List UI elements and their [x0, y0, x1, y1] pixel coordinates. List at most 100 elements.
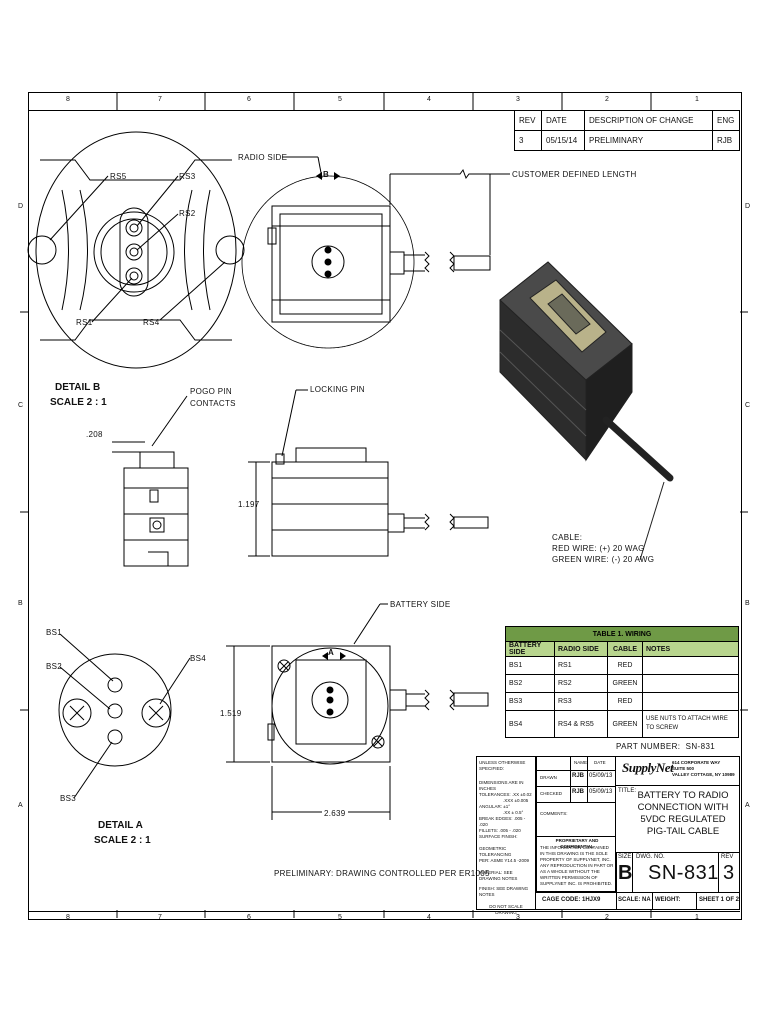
- title-line: 5VDC REGULATED: [640, 814, 726, 825]
- zone-label: 8: [66, 914, 70, 921]
- note-tol: TOLERANCES: .XX ±0.02: [479, 792, 532, 797]
- callout-bs3: BS3: [60, 794, 77, 803]
- detail-b-scale: SCALE 2 : 1: [50, 397, 107, 408]
- zone-label: 6: [247, 96, 251, 103]
- table-row: 3 05/15/14 PRELIMINARY RJB: [514, 130, 740, 151]
- scale-value: SCALE: NA: [618, 897, 651, 903]
- callout-battery-side: BATTERY SIDE: [390, 600, 451, 609]
- revision-header-row: REV DATE DESCRIPTION OF CHANGE ENG: [514, 110, 740, 131]
- zone-label: 7: [158, 96, 162, 103]
- note-angular: ANGULAR: ±1°: [479, 804, 511, 809]
- dimension-1197: 1.197: [238, 500, 260, 509]
- rev-label: REV: [721, 854, 734, 860]
- title-line: CONNECTION WITH: [637, 802, 729, 813]
- zone-label: C: [18, 402, 24, 409]
- callout-bs4: BS4: [190, 654, 207, 663]
- detail-b-view: [27, 131, 245, 369]
- table-row: BS3 RS3 RED: [505, 692, 739, 711]
- sheet-number: SHEET 1 OF 2: [699, 897, 740, 903]
- wiring-col-header: CABLE: [607, 641, 643, 657]
- detail-b-title: DETAIL B: [55, 382, 101, 393]
- note-angular2: .XX ± 0.5°: [503, 810, 524, 815]
- company-logo: SupplyNet: [622, 760, 674, 775]
- section-label-b: B: [323, 170, 330, 179]
- revision-table: REV DATE DESCRIPTION OF CHANGE ENG 3 05/…: [514, 110, 740, 151]
- cage-code: CAGE CODE: 1HJX9: [542, 897, 601, 903]
- note-unless: UNLESS OTHERWISE SPECIFIED:: [479, 760, 526, 771]
- wiring-cell: RS4 & RS5: [554, 710, 608, 738]
- wiring-cell: RS3: [554, 692, 608, 711]
- wiring-col-header: RADIO SIDE: [554, 641, 608, 657]
- zone-label: A: [745, 802, 750, 809]
- zone-label: 4: [427, 914, 431, 921]
- zone-label: 7: [158, 914, 162, 921]
- address-line: VALLEY COTTAGE, NY 10989: [672, 772, 735, 777]
- note-geo-tol: GEOMETRIC TOLERANCING: [479, 846, 512, 857]
- drawn-date: 05/09/13: [589, 773, 613, 779]
- detail-a-view: [58, 633, 191, 799]
- note-material: MATERIAL: SEE DRAWING NOTES: [479, 870, 518, 881]
- zone-label: B: [18, 600, 23, 607]
- tolerance-notes: UNLESS OTHERWISE SPECIFIED: DIMENSIONS A…: [476, 756, 536, 915]
- callout-rs3: RS3: [179, 172, 196, 181]
- isometric-render: [499, 261, 674, 561]
- wiring-cell: GREEN: [607, 674, 643, 693]
- date-header: DATE: [594, 760, 606, 765]
- checked-date: 05/09/13: [589, 789, 613, 795]
- drawn-label: DRAWN: [540, 775, 557, 780]
- part-number-value: SN-831: [685, 742, 716, 751]
- revision-col-header: REV: [514, 110, 542, 131]
- pogo-side-view: [112, 395, 189, 567]
- dwg-no-label: DWG. NO.: [636, 854, 665, 860]
- table-row: BS4 RS4 & RS5 GREEN USE NUTS TO ATTACH W…: [505, 710, 739, 738]
- revision-cell: PRELIMINARY: [584, 130, 713, 151]
- checked-label: CHECKED: [540, 791, 563, 796]
- wiring-cell: RS2: [554, 674, 608, 693]
- wiring-header-row: BATTERY SIDE RADIO SIDE CABLE NOTES: [505, 641, 739, 657]
- battery-side-view: [226, 603, 489, 820]
- callout-radio-side: RADIO SIDE: [238, 153, 288, 162]
- callout-green-wire: GREEN WIRE: (-) 20 AWG: [552, 555, 655, 564]
- detail-a-scale: SCALE 2 : 1: [94, 835, 151, 846]
- detail-b-leaders: [49, 175, 226, 323]
- callout-bs2: BS2: [46, 662, 63, 671]
- callout-locking-pin: LOCKING PIN: [310, 385, 365, 394]
- zone-label: 1: [695, 96, 699, 103]
- wiring-cell: USE NUTS TO ATTACH WIRE TO SCREW: [642, 710, 739, 738]
- revision-col-header: DESCRIPTION OF CHANGE: [584, 110, 713, 131]
- address-line: SUITE 500: [672, 766, 695, 771]
- zone-label: 2: [605, 96, 609, 103]
- wiring-cell: BS1: [505, 656, 555, 675]
- approvals-block: [536, 756, 616, 892]
- dimension-208: .208: [86, 430, 103, 439]
- note-surface: SURFACE FINISH:: [479, 834, 518, 839]
- weight-label: WEIGHT:: [655, 897, 681, 903]
- callout-customer-length: CUSTOMER DEFINED LENGTH: [512, 170, 637, 179]
- zone-label: A: [18, 802, 23, 809]
- callout-bs1: BS1: [46, 628, 63, 637]
- drawing-border-outer: [28, 92, 742, 920]
- revision-cell: 05/15/14: [541, 130, 585, 151]
- note-do-not-scale: DO NOT SCALE DRAWING: [489, 904, 523, 915]
- note-asme: PER: ASME Y14.5 -2009: [479, 858, 529, 863]
- zone-label: 5: [338, 914, 342, 921]
- radio-side-view: [241, 156, 510, 349]
- note-fillets: FILLETS: .005 - .020: [479, 828, 521, 833]
- wiring-col-header: NOTES: [642, 641, 739, 657]
- zone-label: 5: [338, 96, 342, 103]
- zone-label: C: [745, 402, 751, 409]
- zone-label: 3: [516, 914, 520, 921]
- proprietary-text: THE INFORMATION CONTAINED IN THIS DRAWIN…: [540, 845, 614, 886]
- section-label-a: A: [328, 648, 335, 657]
- drawing-title: BATTERY TO RADIO CONNECTION WITH 5VDC RE…: [628, 790, 738, 838]
- zone-label: 2: [605, 914, 609, 921]
- note-dims: DIMENSIONS ARE IN INCHES: [479, 780, 524, 791]
- revision-col-header: DATE: [541, 110, 585, 131]
- name-header: NAME: [574, 760, 588, 765]
- rev-value: 3: [723, 862, 735, 884]
- wiring-cell: RED: [607, 692, 643, 711]
- callout-rs5: RS5: [110, 172, 127, 181]
- revision-cell: RJB: [712, 130, 740, 151]
- part-number: PART NUMBER: SN-831: [616, 742, 715, 751]
